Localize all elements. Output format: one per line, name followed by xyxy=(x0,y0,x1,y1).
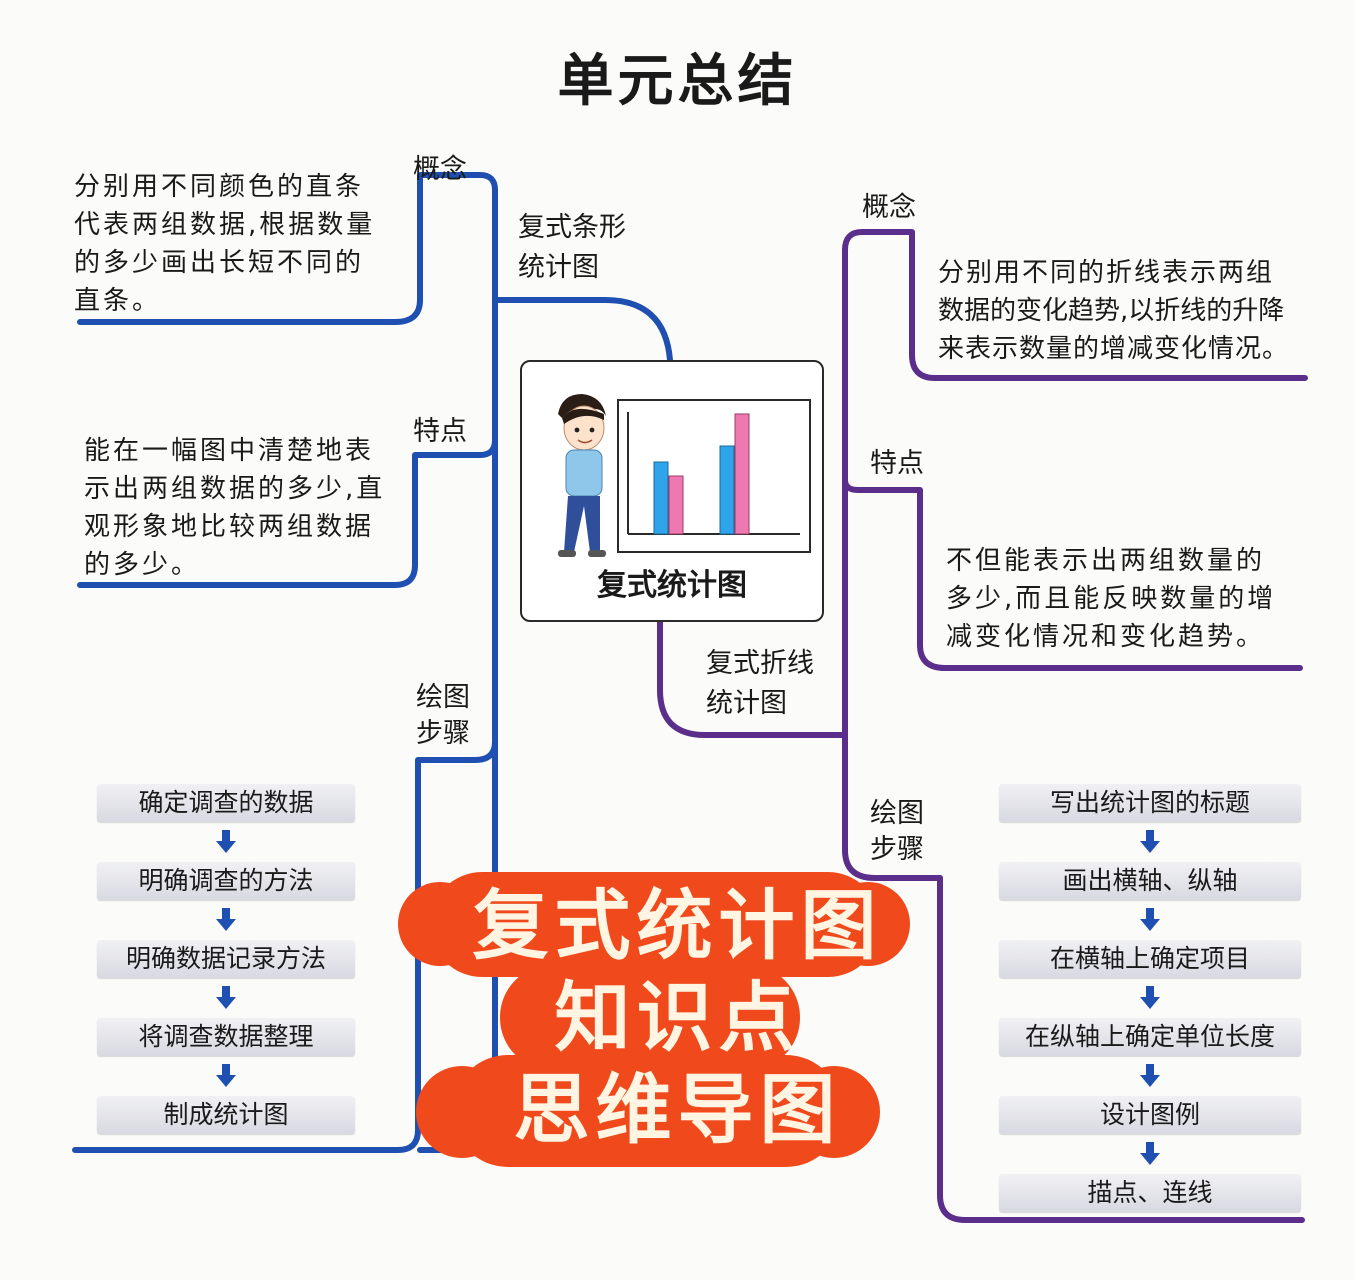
right-feature-label: 特点 xyxy=(870,448,924,479)
page-title: 单元总结 xyxy=(557,49,798,114)
left-feature-line-2: 示出两组数据的多少,直 xyxy=(84,474,386,504)
right-concept-line-1: 分别用不同的折线表示两组 xyxy=(938,258,1275,288)
center-label: 复式统计图 xyxy=(597,568,747,603)
right-feature-line-1: 不但能表示出两组数量的 xyxy=(946,546,1266,576)
right-steps-list: 写出统计图的标题 画出横轴、纵轴 在横轴上确定项目 在纵轴上确定单位长度 设计图… xyxy=(999,784,1301,1212)
right-concept-label: 概念 xyxy=(862,192,916,223)
left-eye xyxy=(574,427,580,433)
left-shoe xyxy=(558,550,576,557)
right-step-2: 画出横轴、纵轴 xyxy=(999,862,1301,900)
left-step-3: 明确数据记录方法 xyxy=(97,940,355,978)
right-branch-name: 复式折线 统计图 xyxy=(706,646,814,722)
down-arrow-icon xyxy=(97,900,355,940)
right-steps-label: 绘图 步骤 xyxy=(870,796,924,868)
center-node: 复式统计图 xyxy=(520,360,824,622)
left-steps-label: 绘图 步骤 xyxy=(416,680,470,752)
right-steps-line xyxy=(937,875,1305,1223)
right-concept-line-3: 来表示数量的增减变化情况。 xyxy=(938,334,1290,364)
right-concept-line-2: 数据的变化趋势,以折线的升降 xyxy=(938,296,1285,326)
chart-bar-pink-1 xyxy=(668,475,684,535)
right-step-3: 在横轴上确定项目 xyxy=(999,940,1301,978)
left-concept-label: 概念 xyxy=(413,154,467,185)
left-step-2: 明确调查的方法 xyxy=(97,862,355,900)
overlay-line-2: 知识点 xyxy=(554,973,801,1062)
left-step-5: 制成统计图 xyxy=(97,1096,355,1134)
left-branch-name: 复式条形 统计图 xyxy=(518,210,626,286)
left-feature-line xyxy=(77,437,498,588)
left-feature-line-4: 的多少。 xyxy=(84,550,201,580)
left-concept-text: 分别用不同颜色的直条 代表两组数据,根据数量 的多少画出长短不同的 直条。 xyxy=(74,168,375,320)
down-arrow-icon xyxy=(97,978,355,1018)
down-arrow-icon xyxy=(999,822,1301,862)
left-step-1: 确定调查的数据 xyxy=(97,784,355,822)
left-feature-line-1: 能在一幅图中清楚地表 xyxy=(84,436,375,466)
left-steps-label-line2: 步骤 xyxy=(416,718,470,749)
right-shoe xyxy=(588,550,606,557)
chart-bar-blue-1 xyxy=(653,461,669,535)
right-step-6: 描点、连线 xyxy=(999,1174,1301,1212)
chart-frame xyxy=(617,399,811,553)
overlay-line-3: 思维导图 xyxy=(513,1065,842,1154)
left-branch-name-line2: 统计图 xyxy=(518,252,599,283)
overlay-line-1: 复式统计图 xyxy=(472,881,883,970)
right-steps-label-line2: 步骤 xyxy=(870,834,924,865)
down-arrow-icon xyxy=(97,822,355,862)
right-spine-line xyxy=(842,247,943,881)
right-branch-name-line1: 复式折线 xyxy=(706,648,814,679)
left-hub-line xyxy=(492,297,673,363)
right-step-4: 在纵轴上确定单位长度 xyxy=(999,1018,1301,1056)
right-step-5: 设计图例 xyxy=(999,1096,1301,1134)
boy-figure-icon xyxy=(558,394,606,557)
left-concept-line-3: 的多少画出长短不同的 xyxy=(74,248,365,278)
right-branch-name-line2: 统计图 xyxy=(706,688,787,719)
right-eye xyxy=(589,427,595,433)
right-concept-text: 分别用不同的折线表示两组 数据的变化趋势,以折线的升降 来表示数量的增减变化情况… xyxy=(938,254,1289,368)
left-feature-label: 特点 xyxy=(413,416,467,447)
right-hub-line xyxy=(657,615,848,738)
fringe-shape xyxy=(562,408,604,424)
right-branch-lines xyxy=(657,229,1308,1223)
left-branch-name-line1: 复式条形 xyxy=(518,212,626,243)
right-concept-line xyxy=(842,229,1308,381)
down-arrow-icon xyxy=(999,1134,1301,1174)
left-feature-text: 能在一幅图中清楚地表 示出两组数据的多少,直 观形象地比较两组数据 的多少。 xyxy=(84,432,385,584)
left-concept-line xyxy=(77,172,498,325)
right-step-1: 写出统计图的标题 xyxy=(999,784,1301,822)
right-feature-text: 不但能表示出两组数量的 多少,而且能反映数量的增 减变化情况和变化趋势。 xyxy=(946,542,1276,656)
chart-bar-pink-2 xyxy=(734,413,750,535)
down-arrow-icon xyxy=(97,1056,355,1096)
left-concept-line-4: 直条。 xyxy=(74,286,162,316)
down-arrow-icon xyxy=(999,978,1301,1018)
down-arrow-icon xyxy=(999,900,1301,940)
pants-shape xyxy=(564,496,600,552)
mouth xyxy=(577,439,593,444)
right-steps-label-line1: 绘图 xyxy=(870,798,924,829)
bar-chart-illustration xyxy=(558,394,811,557)
left-concept-line-1: 分别用不同颜色的直条 xyxy=(74,172,365,202)
left-feature-line-3: 观形象地比较两组数据 xyxy=(84,512,375,542)
left-step-4: 将调查数据整理 xyxy=(97,1018,355,1056)
left-steps-list: 确定调查的数据 明确调查的方法 明确数据记录方法 将调查数据整理 制成统计图 xyxy=(97,784,355,1134)
left-concept-line-2: 代表两组数据,根据数量 xyxy=(74,210,376,240)
right-feature-line-3: 减变化情况和变化趋势。 xyxy=(946,622,1266,652)
chart-bar-blue-2 xyxy=(719,445,735,535)
left-steps-label-line1: 绘图 xyxy=(416,682,470,713)
right-feature-line-2: 多少,而且能反映数量的增 xyxy=(946,584,1277,614)
down-arrow-icon xyxy=(999,1056,1301,1096)
right-feature-line xyxy=(842,477,1303,671)
